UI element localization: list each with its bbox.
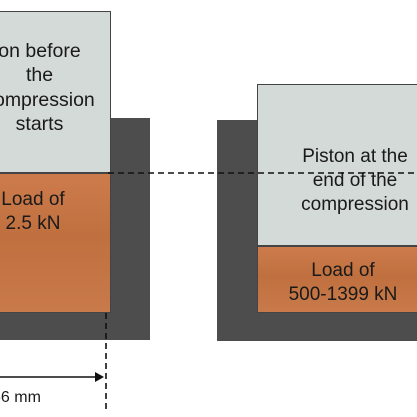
- left-piston: on before the compression starts: [0, 11, 111, 173]
- left-load-block: Load of 2.5 kN: [0, 173, 111, 313]
- right-load-label: Load of 500-1399 kN: [288, 260, 398, 305]
- right-piston-label: Piston at the end of the compression: [301, 146, 409, 215]
- left-piston-label: on before the compression starts: [0, 40, 95, 136]
- right-piston: Piston at the end of the compression: [257, 84, 417, 246]
- left-load-label: Load of 2.5 kN: [1, 189, 65, 234]
- dimension-arrowhead: [95, 372, 104, 382]
- dimension-label: 56 mm: [0, 389, 41, 406]
- right-load-block: Load of 500-1399 kN: [257, 246, 417, 313]
